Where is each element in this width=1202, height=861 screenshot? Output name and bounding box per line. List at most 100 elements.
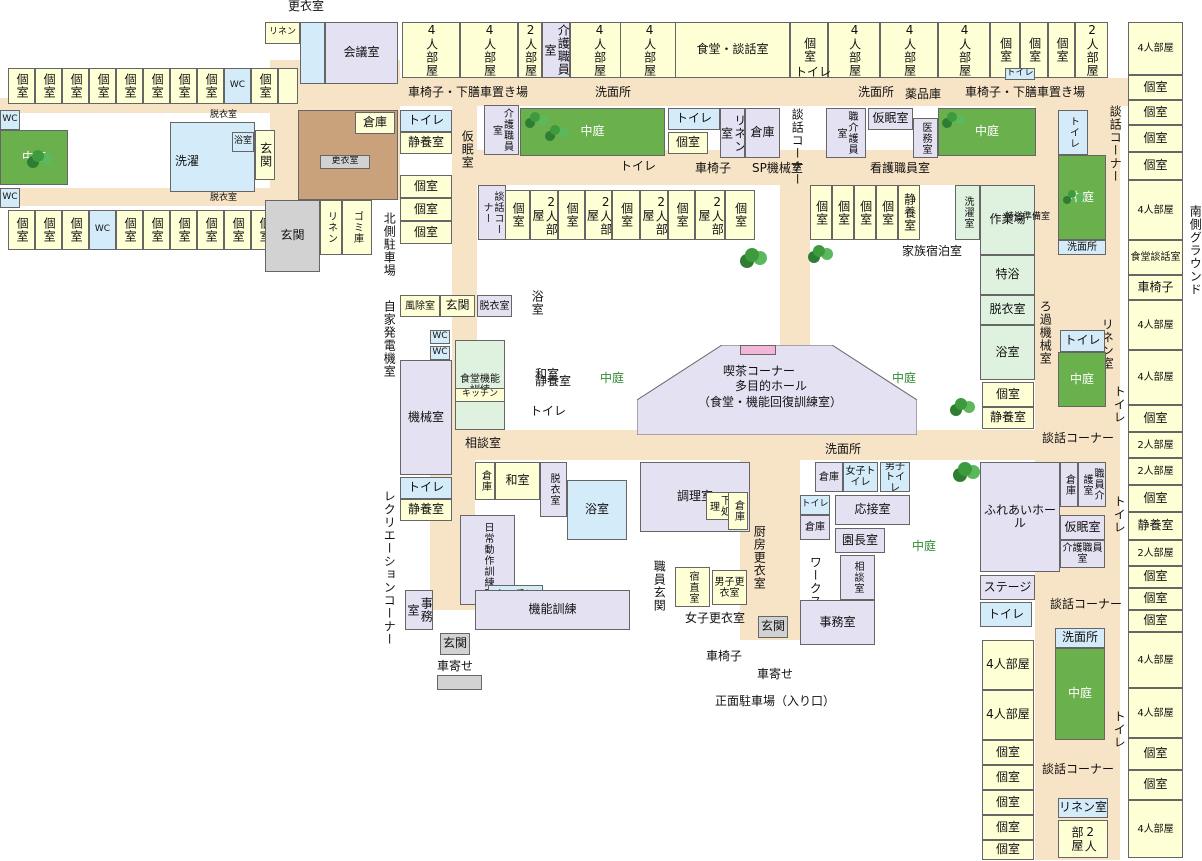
room-bottom-3: WC bbox=[89, 210, 116, 250]
care-staff-east-2: 介護職員室 bbox=[1060, 540, 1105, 568]
staff-entrance: 職員玄関 bbox=[652, 560, 667, 612]
row-room-3: 2人部屋 bbox=[585, 190, 612, 240]
meeting-room: 会議室 bbox=[325, 22, 398, 84]
toilet-v-east-2: トイレ bbox=[1112, 385, 1127, 424]
stage: ステージ bbox=[980, 575, 1035, 600]
far-room-21: 個室 bbox=[1128, 738, 1183, 770]
kitchen-west: キッチン bbox=[455, 388, 505, 402]
east-room-4: 個室 bbox=[982, 790, 1034, 815]
row-room-8: 個室 bbox=[725, 190, 755, 240]
single-mid-2: 個室 bbox=[982, 382, 1034, 407]
far-room-23: 4人部屋 bbox=[1128, 800, 1183, 858]
far-room-0: 4人部屋 bbox=[1128, 22, 1183, 75]
nap-mid-2: 仮眠室 bbox=[868, 108, 913, 130]
room-top-3: 個室 bbox=[89, 68, 116, 104]
office-west: 事務室 bbox=[405, 590, 433, 630]
wc-west-2: WC bbox=[430, 346, 450, 360]
cafe-label: 喫茶コーナー bbox=[723, 364, 796, 378]
east-room-1: 4人部屋 bbox=[982, 690, 1034, 740]
tree-icon bbox=[530, 112, 540, 122]
toilet-mid-3: トイレ bbox=[620, 159, 657, 173]
storage-center-3: 倉庫 bbox=[800, 515, 830, 540]
toilet-tag-north: トイレ bbox=[1005, 68, 1035, 80]
courtyard-label-l: 中庭 bbox=[600, 371, 625, 385]
storage-mid: 倉庫 bbox=[745, 108, 780, 158]
ground-label: 南側グラウンド bbox=[1188, 205, 1202, 296]
cafe-pink bbox=[740, 345, 776, 355]
row-room2-4: 静養室 bbox=[898, 185, 920, 240]
far-room-4: 個室 bbox=[1128, 152, 1183, 180]
row-room2-2: 個室 bbox=[854, 185, 876, 240]
corridor-north bbox=[398, 78, 1128, 106]
wc-left-1: WC bbox=[0, 110, 20, 130]
lounge3-east: 談話コーナー bbox=[1042, 431, 1115, 445]
quiet-mid-1: 静養室 bbox=[400, 132, 452, 154]
courtyard-label-r: 中庭 bbox=[892, 371, 917, 385]
care-staff-mid: 介護職員室 bbox=[484, 105, 519, 155]
dressing-label-1: 脱衣室 bbox=[210, 110, 238, 120]
function-room: 機能訓練 bbox=[475, 590, 630, 630]
far-room-1: 個室 bbox=[1128, 75, 1183, 100]
recreation-label: レクリエーションコーナー bbox=[382, 490, 397, 646]
car-stop-box bbox=[437, 675, 482, 690]
kitchen-change: 厨房更衣室 bbox=[752, 525, 767, 590]
lounge-mid-v: 談話コーナー bbox=[790, 108, 805, 186]
bath-left: 浴室 bbox=[232, 132, 254, 152]
storage-east: 倉庫 bbox=[1060, 462, 1078, 507]
consult-west: 相談室 bbox=[465, 436, 502, 450]
medicine-label: 薬品庫 bbox=[905, 87, 942, 101]
row-room2-1: 個室 bbox=[832, 185, 854, 240]
tree-icon bbox=[947, 112, 957, 122]
room-north-5: 4人部屋 bbox=[620, 22, 678, 78]
far-room-15: 2人部屋 bbox=[1128, 540, 1183, 566]
bath-west-2: 浴室 bbox=[567, 480, 627, 540]
corridor-center-v bbox=[780, 185, 810, 345]
changing-room-label: 更衣室 bbox=[288, 0, 325, 13]
changing-room-2: 更衣室 bbox=[320, 155, 370, 169]
women-change: 女子更衣室 bbox=[685, 611, 746, 625]
east-room-3: 個室 bbox=[982, 765, 1034, 790]
room-top-6: 個室 bbox=[170, 68, 197, 104]
family-label: 家族宿泊室 bbox=[902, 244, 963, 258]
wc-west-1: WC bbox=[430, 330, 450, 344]
room-top-7: 個室 bbox=[197, 68, 224, 104]
tree-icon bbox=[955, 398, 967, 410]
entrance-left: 玄関 bbox=[255, 130, 275, 180]
east-room-0: 4人部屋 bbox=[982, 640, 1034, 690]
wheelchair-mid: 車椅子 bbox=[695, 161, 732, 175]
washroom-north: 洗面所 bbox=[595, 85, 632, 99]
far-room-2: 個室 bbox=[1128, 100, 1183, 125]
dressing-label-2: 脱衣室 bbox=[210, 193, 238, 203]
toilet-west: トイレ bbox=[530, 404, 567, 418]
two-room-east: 2人部屋 bbox=[1058, 820, 1108, 858]
far-room-16: 個室 bbox=[1128, 566, 1183, 588]
room-north-3: 介護職員室 bbox=[542, 22, 570, 78]
far-room-5: 4人部屋 bbox=[1128, 180, 1183, 240]
row-room-7: 2人部屋 bbox=[695, 190, 725, 240]
reception: 応接室 bbox=[835, 495, 910, 525]
consult-center: 相談室 bbox=[840, 555, 875, 600]
lounge-v-east: 談話コーナー bbox=[1108, 105, 1123, 183]
room-north-r-6: 個室 bbox=[1048, 22, 1075, 78]
wheelchair-center: 車椅子 bbox=[706, 649, 743, 663]
tree-icon bbox=[813, 245, 825, 257]
far-room-8: 4人部屋 bbox=[1128, 300, 1183, 350]
tree-icon bbox=[32, 150, 44, 162]
toilet-east-3: トイレ bbox=[1060, 330, 1105, 352]
generator-label: 自家発電機室 bbox=[382, 300, 397, 378]
linen-room: リネン bbox=[265, 22, 300, 44]
far-room-12: 2人部屋 bbox=[1128, 458, 1183, 485]
washroom-center: 洗面所 bbox=[825, 442, 862, 456]
room-top-0: 個室 bbox=[8, 68, 35, 104]
room-bottom-1: 個室 bbox=[35, 210, 62, 250]
toilet-east: トイレ bbox=[980, 602, 1032, 627]
far-room-13: 個室 bbox=[1128, 485, 1183, 512]
care-staff-mid-2: 職介護員室 bbox=[826, 108, 866, 158]
row-room2-0: 個室 bbox=[810, 185, 832, 240]
fureai-hall: ふれあいホール bbox=[980, 462, 1060, 572]
toilet-v-east: トイレ bbox=[1112, 710, 1127, 749]
corridor-entrance bbox=[740, 460, 800, 640]
corridor-label-right: 車椅子・下膳車置き場 bbox=[965, 85, 1086, 99]
storage-room: 倉庫 bbox=[355, 112, 395, 134]
